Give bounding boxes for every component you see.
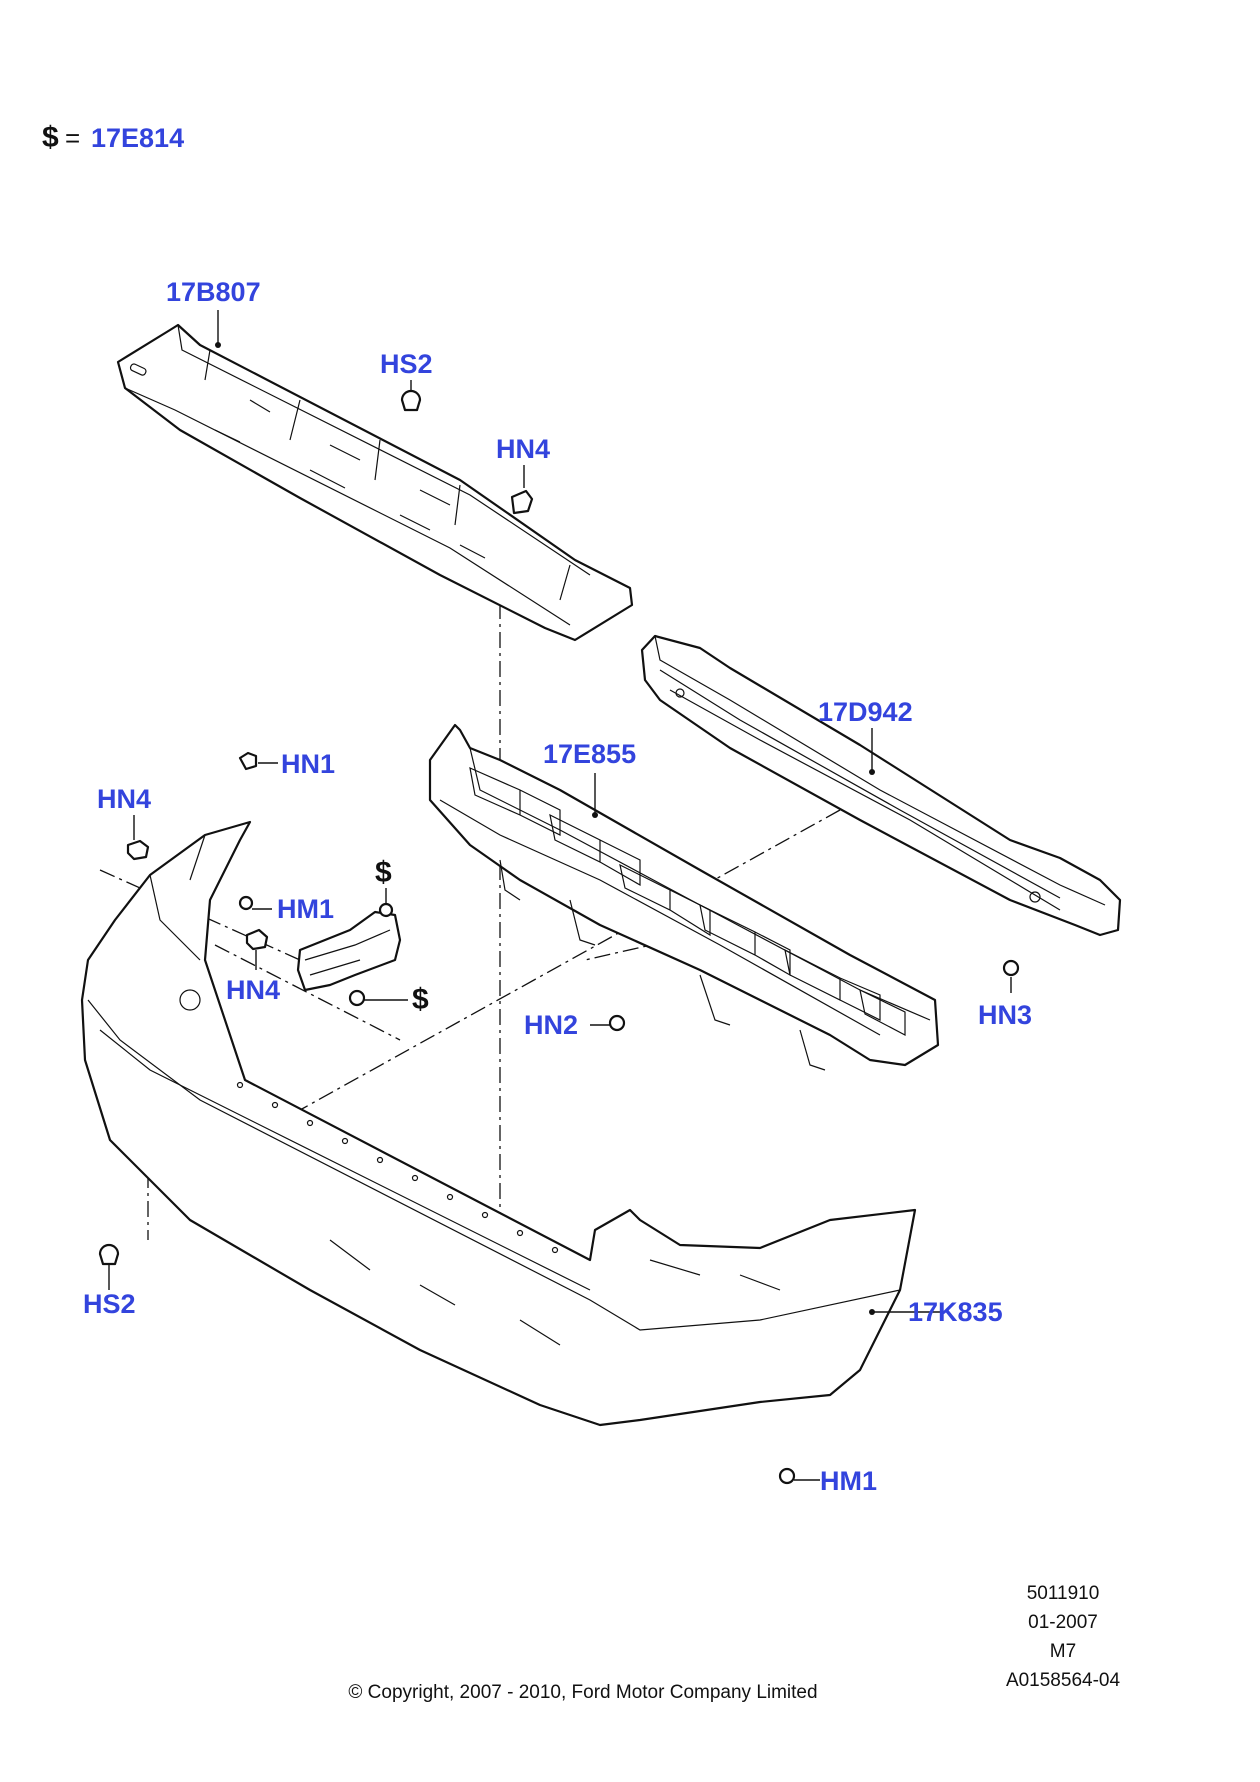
label-hn1: HN1 <box>281 749 335 779</box>
legend-symbol: $ <box>42 121 59 154</box>
bracket-top-screw-icon <box>378 902 394 918</box>
assembly-line-beam-to-cover <box>299 809 841 1111</box>
footer-ref: A0158564-04 <box>1006 1670 1121 1691</box>
hm1-left-icon <box>238 895 254 911</box>
legend-equals: = <box>65 123 80 153</box>
footer-id: 5011910 <box>1027 1583 1100 1604</box>
label-hm1-left: HM1 <box>277 894 334 924</box>
hn2-icon <box>608 1014 626 1032</box>
energy-absorber <box>428 723 940 1071</box>
legend-part-number: 17E814 <box>91 123 184 153</box>
hn4-left-icon <box>126 839 150 861</box>
energy-absorber-outline <box>428 723 940 1067</box>
leader-lines <box>108 310 1012 1481</box>
fasteners <box>98 389 1020 1485</box>
legend: $ = 17E814 <box>42 121 184 154</box>
label-17k835: 17K835 <box>908 1297 1003 1327</box>
label-bracket-bottom-symbol: $ <box>412 983 429 1016</box>
footer-copyright: © Copyright, 2007 - 2010, Ford Motor Com… <box>348 1682 817 1703</box>
reinforcement-panel <box>116 323 634 642</box>
label-hn4-top: HN4 <box>496 434 550 464</box>
label-17b807: 17B807 <box>166 277 261 307</box>
hn3-icon <box>1002 959 1020 977</box>
hs2-bottom-icon <box>98 1243 120 1266</box>
bracket-bottom-screw-icon <box>348 989 366 1007</box>
footer-date: 01-2007 <box>1028 1612 1098 1633</box>
label-bracket-top-symbol: $ <box>375 856 392 889</box>
label-hm1-bottom: HM1 <box>820 1466 877 1496</box>
hn4-top-icon <box>510 489 534 515</box>
cover-holes <box>236 1081 559 1254</box>
hn4-mid-icon <box>245 928 269 951</box>
bumper-beam-outline <box>640 634 1122 937</box>
side-bracket <box>296 910 402 992</box>
assembly-line-absorber <box>584 934 696 961</box>
bumper-beam <box>640 634 1122 937</box>
hm1-bottom-icon <box>778 1467 796 1485</box>
footer: 5011910 01-2007 M7 A0158564-04 © Copyrig… <box>348 1583 1120 1703</box>
hn1-icon <box>238 751 258 771</box>
part-labels: 17B807 HS2 HN4 17E855 17D942 HN1 HN4 HM1… <box>83 277 1032 1496</box>
label-hs2-bottom: HS2 <box>83 1289 136 1319</box>
label-hs2-top: HS2 <box>380 349 433 379</box>
label-17d942: 17D942 <box>818 697 913 727</box>
footer-code: M7 <box>1050 1641 1076 1662</box>
assembly-line-bracket-to-cover <box>214 944 401 1041</box>
label-hn3: HN3 <box>978 1000 1032 1030</box>
bumper-cover-outline <box>80 820 917 1427</box>
reinforcement-panel-outline <box>116 323 634 642</box>
label-17e855: 17E855 <box>543 739 636 769</box>
bumper-cover <box>80 820 917 1427</box>
label-hn2: HN2 <box>524 1010 578 1040</box>
hs2-top-icon <box>400 389 422 412</box>
label-hn4-left: HN4 <box>97 784 151 814</box>
label-hn4-mid: HN4 <box>226 975 280 1005</box>
